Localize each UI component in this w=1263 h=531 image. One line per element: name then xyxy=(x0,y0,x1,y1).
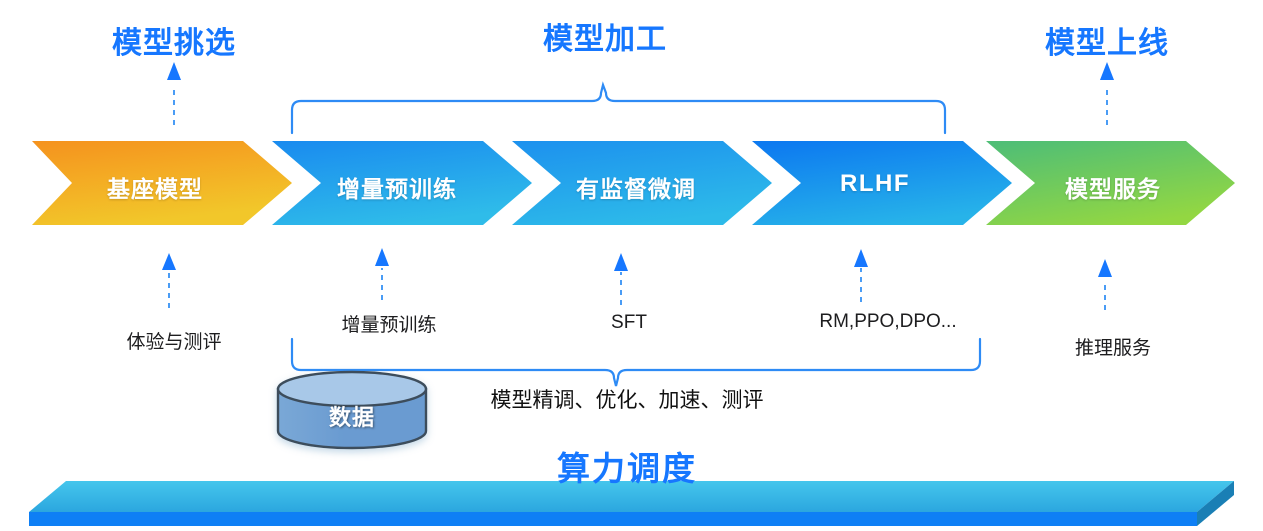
pipeline-stage-3-shape[interactable] xyxy=(512,141,772,225)
sub-label-continual-pretrain: 增量预训练 xyxy=(341,315,437,336)
upper-brace xyxy=(290,81,947,135)
pipeline-stage-label-continual-pretrain[interactable]: 增量预训练 xyxy=(337,176,457,202)
phase-title-model-selection: 模型挑选 xyxy=(112,27,236,60)
sub-label-sft: SFT xyxy=(611,312,647,333)
phase-title-model-processing: 模型加工 xyxy=(543,23,667,56)
pipeline-stage-label-base-model[interactable]: 基座模型 xyxy=(107,176,203,202)
center-note-model-optimization: 模型精调、优化、加速、测评 xyxy=(490,389,764,412)
pipeline-stage-label-rlhf[interactable]: RLHF xyxy=(840,170,910,197)
arrow-title-model-launch xyxy=(1100,62,1114,125)
pipeline-stage-label-supervised-finetune[interactable]: 有监督微调 xyxy=(576,176,696,202)
arrow-sub-3 xyxy=(614,253,628,305)
phase-title-model-launch: 模型上线 xyxy=(1045,27,1169,60)
compute-scheduling-bar xyxy=(29,481,1234,526)
arrow-sub-2 xyxy=(375,248,389,300)
pipeline-stage-1-shape[interactable] xyxy=(32,141,292,225)
pipeline-stage-5-shape[interactable] xyxy=(986,141,1235,225)
pipeline-stage-2-shape[interactable] xyxy=(272,141,532,225)
data-store-label[interactable]: 数据 xyxy=(328,405,376,430)
arrow-sub-1 xyxy=(162,253,176,308)
lower-brace xyxy=(290,337,982,387)
arrow-title-model-selection xyxy=(167,62,181,125)
sub-label-inference-service: 推理服务 xyxy=(1074,338,1152,359)
pipeline-stage-4-shape[interactable] xyxy=(752,141,1012,225)
arrow-sub-5 xyxy=(1098,259,1112,310)
pipeline-stage-label-model-service[interactable]: 模型服务 xyxy=(1065,176,1161,202)
compute-scheduling-title: 算力调度 xyxy=(557,450,697,487)
sub-label-evaluation: 体验与测评 xyxy=(126,332,222,353)
sub-label-rm-ppo-dpo: RM,PPO,DPO... xyxy=(819,311,957,332)
data-store-shape[interactable] xyxy=(276,370,428,450)
arrow-sub-4 xyxy=(854,249,868,302)
